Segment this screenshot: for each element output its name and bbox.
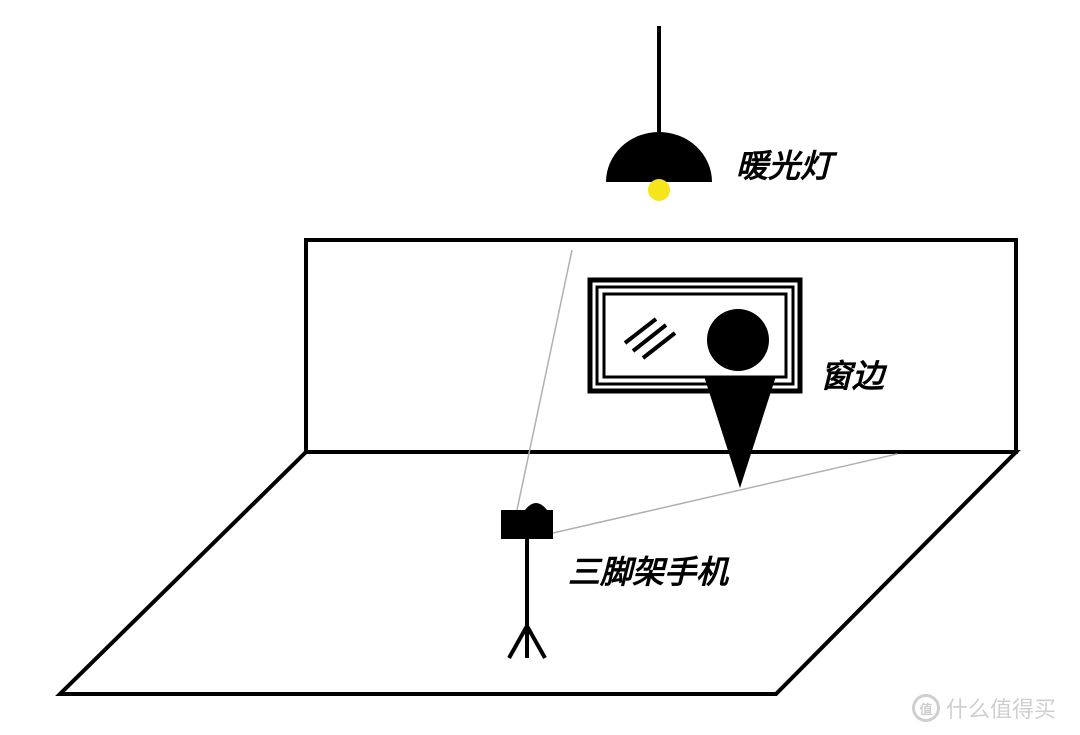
window-glare-1 [623,317,658,345]
tripod-leg-left [507,625,529,659]
person-head [707,309,769,371]
watermark: 值 什么值得买 [912,692,1056,724]
camera-top [525,503,547,510]
tripod-leg-right [525,625,547,659]
lamp-label: 暖光灯 [736,147,833,185]
window-frame-outer [587,277,803,394]
watermark-text: 什么值得买 [946,698,1057,723]
camera-label: 三脚架手机 [568,553,729,591]
lamp-shade [606,132,712,182]
camera-body [501,510,553,539]
floor [55,450,1021,696]
window-frame-middle [595,285,795,386]
window-glare-3 [641,331,677,360]
sight-line-to-window [552,453,898,534]
sight-line-to-wall [516,249,573,511]
watermark-logo-icon: 值 [912,694,940,722]
window-glare-2 [631,323,668,353]
window-label: 窗边 [820,357,885,395]
window-frame-inner [602,292,788,379]
lamp-bulb [648,179,670,201]
person-body [704,376,776,488]
